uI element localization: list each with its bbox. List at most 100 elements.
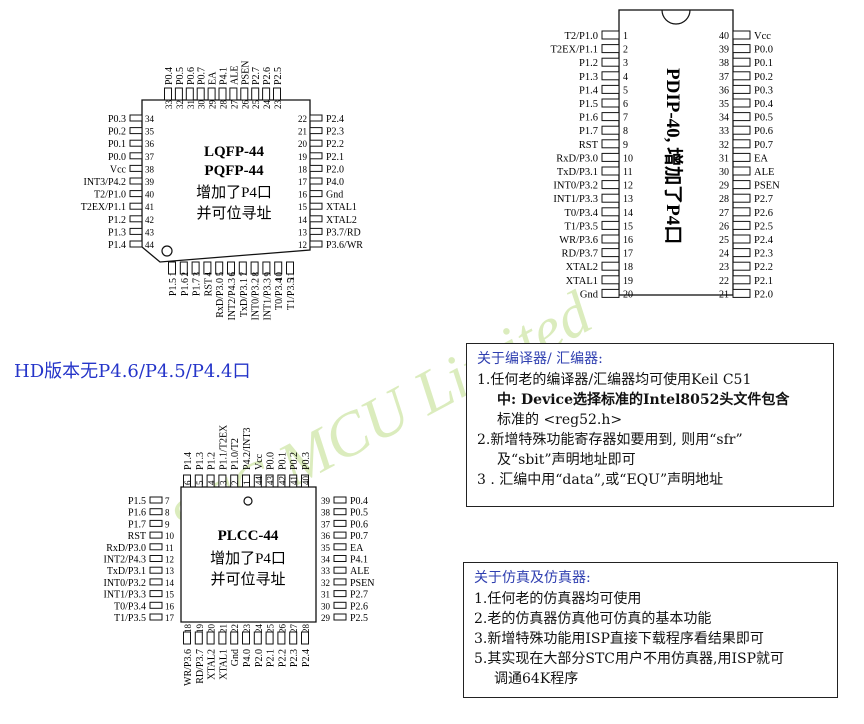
plcc-left-pin-number: 12	[165, 555, 174, 565]
plcc-title: PLCC-44	[218, 528, 279, 544]
pdip-left-pin	[601, 207, 620, 217]
lqfp-top-pin	[185, 87, 194, 101]
lqfp-right-pin-label: P2.1	[326, 152, 344, 163]
plcc-left-pin-number: 11	[165, 543, 174, 553]
plcc-right-pin	[333, 519, 347, 527]
plcc-bottom-pin-number: 22	[230, 624, 240, 633]
pdip-right-pin-number: 37	[719, 72, 729, 83]
pdip-right-pin	[732, 57, 751, 67]
pdip-left-pin-number: 9	[623, 140, 628, 151]
lqfp-top-pin-number: 26	[240, 100, 250, 109]
pdip-left-pin-label: P1.6	[579, 113, 598, 124]
plcc-left-pin-label: P1.5	[128, 496, 146, 507]
lqfp-right-pin-number: 19	[298, 152, 308, 162]
pdip-right-pin	[732, 98, 751, 108]
lqfp-bottom-pin-number: 11	[286, 272, 296, 281]
pdip-right-pin	[732, 139, 751, 149]
pdip-right-pin-label: P0.1	[754, 58, 773, 69]
plcc-left-pin	[149, 590, 163, 598]
lqfp-bottom-pin-label: INT0/P3.2	[251, 278, 262, 321]
lqfp-top-pin-label: P2.5	[273, 67, 284, 85]
plcc-right-pin-number: 39	[321, 496, 331, 506]
plcc-top-pin-label: P1.1/T2EX	[218, 424, 229, 470]
pdip-right-pin	[732, 193, 751, 203]
plcc-top-pin-label: P1.3	[195, 452, 206, 470]
lqfp-bottom-pin-label: P1.6	[180, 278, 191, 296]
lqfp-top-pin-label: P0.5	[175, 67, 186, 85]
plcc-top-pin	[206, 474, 215, 488]
pdip-body	[618, 9, 734, 296]
pdip-right-pin-number: 40	[719, 31, 729, 42]
plcc-left-pin-label: T0/P3.4	[114, 601, 146, 612]
pdip-right-pin	[732, 44, 751, 54]
plcc-bottom-pin-label: XTAL2	[207, 649, 218, 680]
lqfp-left-pin-number: 41	[145, 202, 154, 212]
lqfp-left-pin-number: 42	[145, 215, 154, 225]
plcc-left-pin-label: RST	[128, 531, 146, 542]
emulator-line-5: 5.其实现在大部分STC用户不用仿真器,用ISP就可	[474, 651, 784, 667]
pdip-left-pin-number: 20	[623, 289, 633, 300]
lqfp-bottom-pin-number: 10	[274, 272, 284, 282]
plcc-left-pin	[149, 496, 163, 504]
compiler-line-3: 3 . 汇编中用“data”,或“EQU”声明地址	[477, 472, 724, 488]
pdip-left-pin	[601, 275, 620, 285]
plcc-right-pin-number: 38	[321, 508, 331, 518]
pdip-right-pin-number: 28	[719, 194, 729, 205]
plcc-right-pin	[333, 531, 347, 539]
lqfp-bottom-pin-label: INT2/P4.3	[227, 278, 238, 321]
pdip-right-pin-label: P2.3	[754, 249, 773, 260]
plcc-bottom-pin	[265, 631, 274, 645]
pdip-left-pin	[601, 71, 620, 81]
lqfp-left-pin	[129, 227, 143, 235]
pdip-right-pin-label: ALE	[754, 167, 774, 178]
plcc-desc-1: 增加了P4口	[210, 550, 286, 567]
lqfp-left-pin-label: P1.2	[108, 215, 126, 226]
plcc-pin1-marker	[243, 496, 253, 506]
plcc-bottom-pin-label: WR/P3.6	[183, 649, 194, 686]
plcc-right-pin-label: P0.6	[350, 519, 368, 530]
lqfp-bottom-pin-label: P1.5	[168, 278, 179, 296]
pdip-right-pin	[732, 30, 751, 40]
plcc-right-pin-label: P0.4	[350, 496, 368, 507]
lqfp-right-pin	[309, 215, 323, 223]
pdip-left-pin-number: 13	[623, 194, 633, 205]
plcc-bottom-pin-number: 26	[277, 624, 287, 634]
pdip-right-pin	[732, 248, 751, 258]
plcc-bottom-pin-number: 18	[183, 624, 193, 634]
emulator-line-2: 2.老的仿真器仿真他可仿真的基本功能	[474, 611, 712, 627]
lqfp-right-pin	[309, 139, 323, 147]
plcc-right-pin-number: 32	[321, 578, 330, 588]
lqfp-top-pin-label: P2.6	[262, 67, 273, 85]
plcc-top-pin-label: P1.4	[183, 452, 194, 470]
plcc-top-pin	[183, 474, 191, 488]
hd-version-note: HD版本无P4.6/P4.5/P4.4口	[14, 361, 251, 382]
pdip-right-pin-number: 26	[719, 221, 729, 232]
plcc-left-pin-number: 9	[165, 519, 170, 529]
pdip-left-pin	[601, 125, 620, 135]
pdip-left-pin-label: T2EX/P1.1	[550, 45, 598, 56]
plcc-right-pin-label: EA	[350, 543, 364, 554]
plcc-left-pin-label: P1.6	[128, 508, 146, 519]
plcc-right-pin	[333, 566, 347, 574]
plcc-bottom-pin	[301, 631, 309, 645]
lqfp-left-pin-number: 35	[145, 127, 155, 137]
pdip-left-pin	[601, 193, 620, 203]
plcc-left-pin-number: 13	[165, 566, 175, 576]
lqfp-right-pin	[309, 227, 323, 235]
pdip-left-pin-number: 6	[623, 99, 628, 110]
pdip-left-pin-label: XTAL2	[566, 262, 598, 273]
pdip-right-pin-label: P0.2	[754, 72, 773, 83]
pdip-left-pin-label: WR/P3.6	[559, 235, 598, 246]
lqfp-top-pin-label: P0.4	[164, 67, 175, 85]
lqfp-title-1: LQFP-44	[204, 144, 264, 160]
pdip-left-pin	[601, 84, 620, 94]
plcc-bottom-pin	[230, 631, 239, 645]
lqfp-right-pin	[309, 127, 323, 135]
plcc-left-pin-label: T1/P3.5	[114, 613, 146, 624]
lqfp-top-pin	[251, 87, 260, 101]
lqfp-right-pin-label: P3.6/WR	[326, 240, 363, 251]
pdip-right-pin-number: 31	[719, 153, 729, 164]
lqfp-top-pin-label: P4.1	[219, 67, 230, 85]
